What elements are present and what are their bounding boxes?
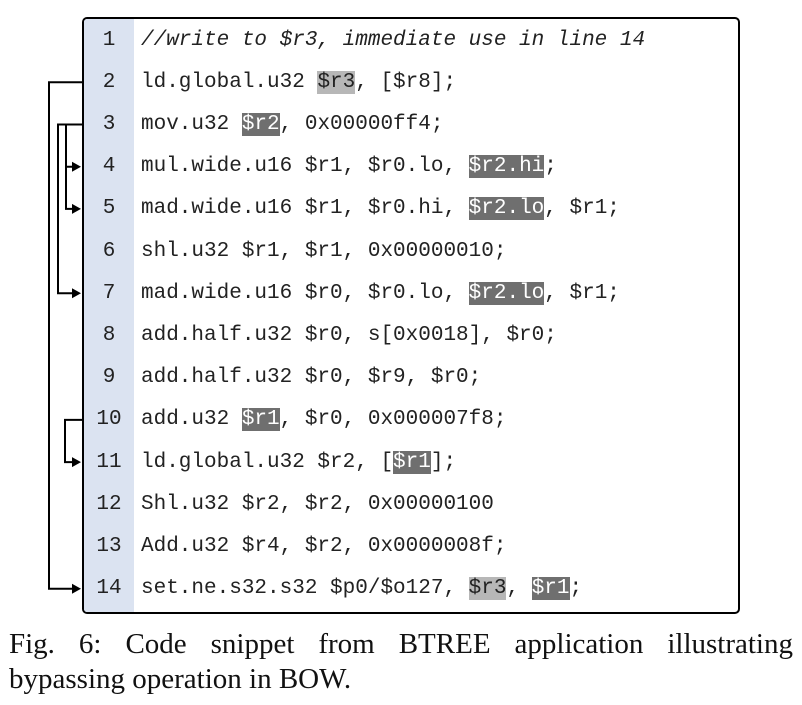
line-number: 2 (102, 70, 116, 94)
code-text: add.half.u32 $r0, $r9, $r0; (141, 366, 482, 390)
code-line: 3 mov.u32 $r2, 0x00000ff4; (84, 103, 738, 145)
code-line: 13 Add.u32 $r4, $r2, 0x0000008f; (84, 525, 738, 567)
dependency-arrow (65, 123, 82, 210)
line-number: 4 (102, 155, 116, 179)
highlighted-register: $r1 (393, 450, 431, 474)
code-line: 4 mul.wide.u16 $r1, $r0.lo, $r2.hi; (84, 146, 738, 188)
code-line: 1 //write to $r3, immediate use in line 1… (84, 19, 738, 61)
line-number: 3 (102, 112, 116, 136)
code-text: ld.global.u32 $r2, [$r1]; (141, 450, 457, 474)
code-text: mov.u32 $r2, 0x00000ff4; (141, 112, 444, 136)
highlighted-register: $r3 (468, 577, 507, 601)
line-number: 5 (102, 197, 116, 221)
code-line: 6 shl.u32 $r1, $r1, 0x00000010; (84, 230, 738, 272)
code-line: 12 Shl.u32 $r2, $r2, 0x00000100 (84, 483, 738, 525)
code-text: set.ne.s32.s32 $p0/$o127, $r3, $r1; (141, 577, 583, 601)
code-text: shl.u32 $r1, $r1, 0x00000010; (141, 239, 507, 263)
code-text: add.u32 $r1, $r0, 0x000007f8; (141, 408, 507, 432)
line-number: 12 (96, 492, 122, 516)
line-number: 9 (102, 366, 116, 390)
arrow-head (72, 583, 81, 594)
dependency-arrow (64, 418, 82, 464)
highlighted-register: $r2.hi (468, 155, 545, 179)
line-number: 13 (96, 534, 122, 558)
code-line: 2 ld.global.u32 $r3, [$r8]; (84, 61, 738, 103)
line-number: 10 (96, 408, 122, 432)
dependency-arrow (57, 123, 73, 295)
dependency-arrow (48, 81, 82, 590)
line-number: 6 (102, 239, 116, 263)
highlighted-register: $r1 (531, 577, 570, 601)
line-number-gutter (84, 19, 134, 612)
line-number: 8 (102, 323, 116, 347)
code-text: add.half.u32 $r0, s[0x0018], $r0; (141, 323, 557, 347)
code-text: mad.wide.u16 $r0, $r0.lo, $r2.lo, $r1; (141, 281, 620, 305)
line-number: 7 (102, 281, 116, 305)
code-line: 10 add.u32 $r1, $r0, 0x000007f8; (84, 399, 738, 441)
arrow-head (72, 288, 81, 299)
highlighted-register: $r3 (317, 70, 356, 94)
highlighted-register: $r2 (241, 112, 280, 136)
line-number: 1 (102, 28, 116, 52)
code-line: 5 mad.wide.u16 $r1, $r0.hi, $r2.lo, $r1; (84, 188, 738, 230)
arrow-head (72, 203, 81, 214)
code-text: Add.u32 $r4, $r2, 0x0000008f; (141, 534, 507, 558)
code-line: 11 ld.global.u32 $r2, [$r1]; (84, 441, 738, 483)
code-line: 9 add.half.u32 $r0, $r9, $r0; (84, 357, 738, 399)
code-text: mad.wide.u16 $r1, $r0.hi, $r2.lo, $r1; (141, 197, 620, 221)
code-line: 7 mad.wide.u16 $r0, $r0.lo, $r2.lo, $r1; (84, 272, 738, 314)
code-line: 8 add.half.u32 $r0, s[0x0018], $r0; (84, 314, 738, 356)
figure-caption: Fig. 6: Code snippet from BTREE applicat… (9, 628, 793, 695)
line-number: 11 (96, 450, 122, 474)
highlighted-register: $r2.lo (468, 197, 545, 221)
code-comment: //write to $r3, immediate use in line 14 (141, 28, 646, 52)
code-text: mul.wide.u16 $r1, $r0.lo, $r2.hi; (141, 155, 557, 179)
code-listing: 1 //write to $r3, immediate use in line 1… (82, 17, 740, 614)
highlighted-register: $r1 (241, 408, 280, 432)
line-number: 14 (96, 577, 122, 601)
code-text: Shl.u32 $r2, $r2, 0x00000100 (141, 492, 494, 516)
code-text: ld.global.u32 $r3, [$r8]; (141, 70, 457, 94)
arrow-head (72, 161, 81, 172)
code-line: 14 set.ne.s32.s32 $p0/$o127, $r3, $r1; (84, 568, 738, 610)
dependency-arrow (65, 123, 82, 168)
arrow-head (72, 457, 81, 468)
highlighted-register: $r2.lo (468, 281, 545, 305)
